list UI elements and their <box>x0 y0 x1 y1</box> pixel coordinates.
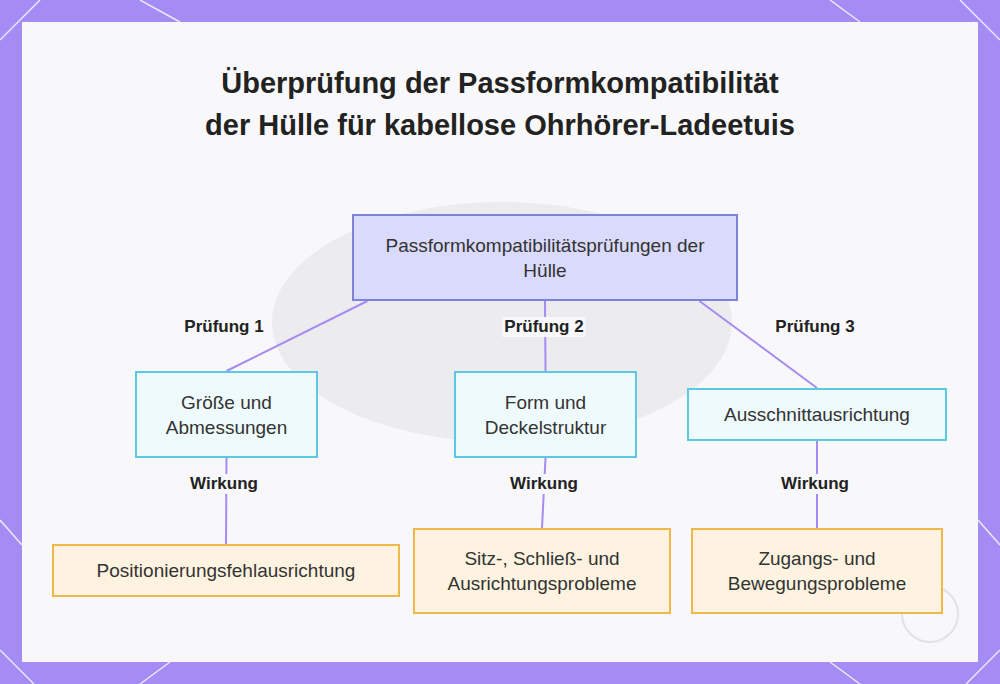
effect-box: Positionierungsfehlausrichtung <box>52 544 400 597</box>
node-text: Sitz-, Schließ- und Ausrichtungsprobleme <box>429 546 655 596</box>
edge-label: Wirkung <box>779 474 851 494</box>
edge-label: Prüfung 2 <box>502 317 585 337</box>
edge-label: Prüfung 1 <box>182 317 265 337</box>
check-box: Form und Deckelstruktur <box>454 371 637 458</box>
edge-label: Prüfung 3 <box>773 317 856 337</box>
node-text: Positionierungsfehlausrichtung <box>97 558 356 583</box>
edge-label: Wirkung <box>508 474 580 494</box>
node-text: Passformkompatibilitätsprüfungen der Hül… <box>368 233 722 283</box>
effect-box: Sitz-, Schließ- und Ausrichtungsprobleme <box>413 528 671 614</box>
check-box: Größe und Abmessungen <box>135 371 318 458</box>
node-text: Ausschnittausrichtung <box>724 402 910 427</box>
diagram-title: Überprüfung der Passformkompatibilität d… <box>200 62 800 146</box>
connector-line <box>699 301 817 388</box>
node-text: Form und Deckelstruktur <box>470 390 621 440</box>
connector-line <box>225 458 228 544</box>
effect-box: Zugangs- und Bewegungsprobleme <box>691 528 943 614</box>
node-text: Zugangs- und Bewegungsprobleme <box>707 546 927 596</box>
node-text: Größe und Abmessungen <box>151 390 302 440</box>
edge-label: Wirkung <box>188 474 260 494</box>
check-box: Ausschnittausrichtung <box>687 388 947 441</box>
root-box: Passformkompatibilitätsprüfungen der Hül… <box>352 214 738 301</box>
